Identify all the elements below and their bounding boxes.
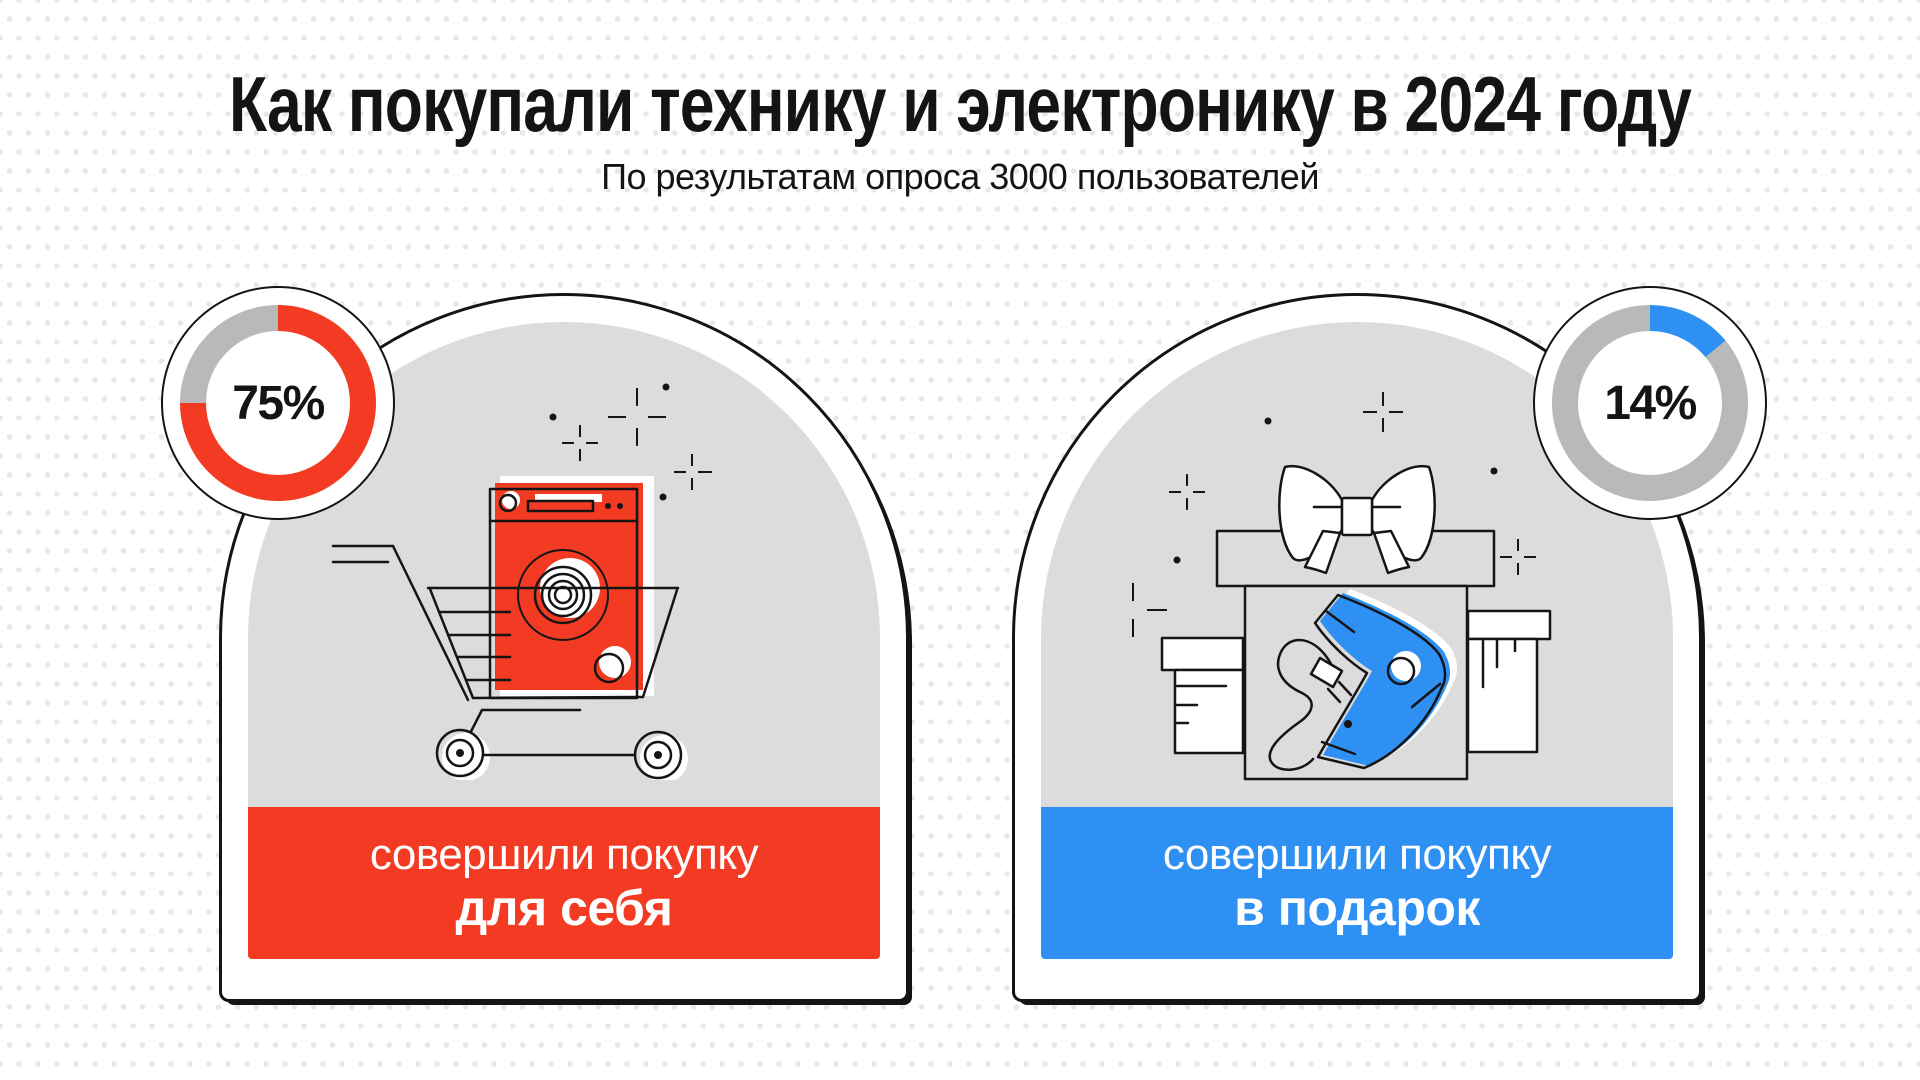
page-subtitle: По результатам опроса 3000 пользователей xyxy=(601,156,1319,197)
hair-dryer xyxy=(1268,589,1458,771)
caption-line2: для себя xyxy=(455,880,673,936)
page-title: Как покупали технику и электронику в 202… xyxy=(228,60,1692,148)
caption-banner-as-gift: совершили покупку в подарок xyxy=(1041,807,1673,959)
sparkles xyxy=(1132,392,1536,637)
donut-ring-for-self: 75% xyxy=(180,305,376,501)
caption-banner-for-self: совершили покупку для себя xyxy=(248,807,880,959)
hair-dryer-gift-box-illustration xyxy=(1132,392,1552,781)
sparkles xyxy=(549,383,712,501)
bow xyxy=(1278,464,1436,575)
shopping-cart xyxy=(331,544,688,780)
donut-hole: 14% xyxy=(1578,331,1722,475)
donut-ring-as-gift: 14% xyxy=(1552,305,1748,501)
donut-gauge-as-gift: 14% xyxy=(1533,286,1767,520)
caption-line1: совершили покупку xyxy=(369,830,759,879)
washing-machine-in-cart-illustration xyxy=(331,383,712,780)
donut-gauge-for-self: 75% xyxy=(161,286,395,520)
percent-label-as-gift: 14% xyxy=(1604,376,1697,430)
caption-line1: совершили покупку xyxy=(1162,830,1552,879)
percent-label-for-self: 75% xyxy=(232,376,325,430)
side-gift-boxes xyxy=(1160,609,1552,755)
caption-line2: в подарок xyxy=(1234,880,1480,936)
donut-hole: 75% xyxy=(206,331,350,475)
